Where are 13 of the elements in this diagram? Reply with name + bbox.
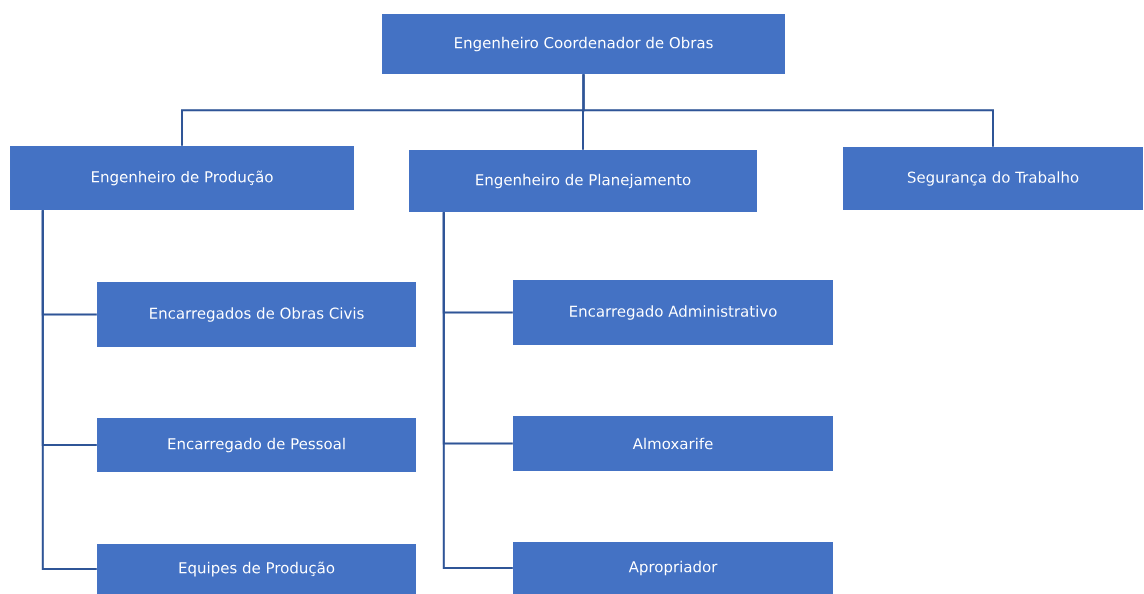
- org-box: Apropriador: [513, 542, 833, 594]
- connector-line: [41, 209, 98, 570]
- org-box: Engenheiro de Planejamento: [409, 150, 757, 212]
- org-box: Encarregados de Obras Civis: [97, 282, 416, 347]
- connector-line: [582, 73, 994, 148]
- connector-line: [442, 211, 514, 569]
- org-box: Segurança do Trabalho: [843, 147, 1143, 210]
- org-box: Encarregado Administrativo: [513, 280, 833, 345]
- org-box: Encarregado de Pessoal: [97, 418, 416, 472]
- org-box: Engenheiro de Produção: [10, 146, 354, 210]
- org-box: Equipes de Produção: [97, 544, 416, 594]
- org-box: Engenheiro Coordenador de Obras: [382, 14, 785, 74]
- org-box: Almoxarife: [513, 416, 833, 471]
